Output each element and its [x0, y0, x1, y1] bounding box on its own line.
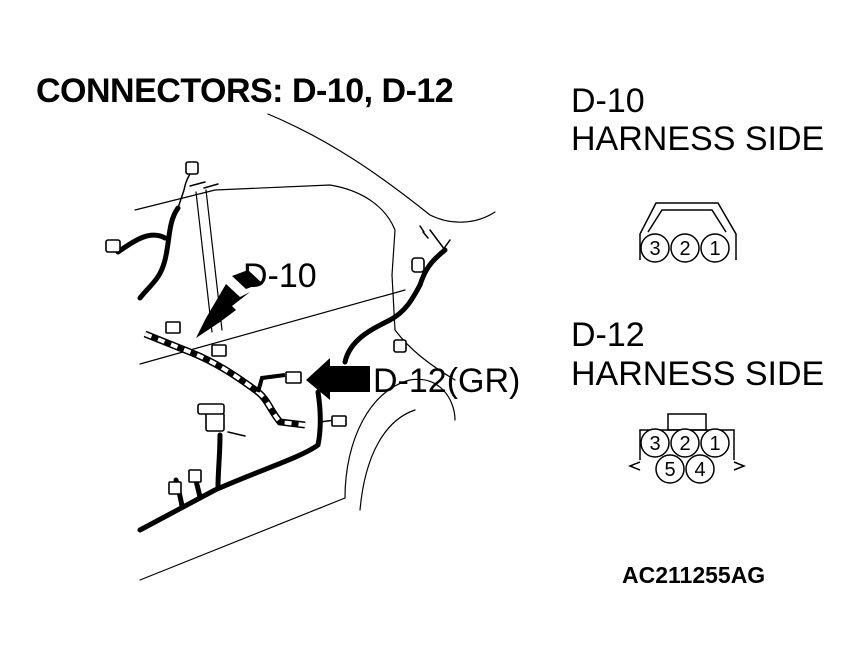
harness-upper-left [137, 205, 181, 301]
harness-to-d12 [342, 282, 423, 365]
rear-quarter [394, 329, 456, 381]
d12-pin: 1 [709, 433, 720, 455]
harness-lower-branch [215, 432, 223, 491]
b-pillar [195, 191, 213, 333]
connector-block [197, 403, 225, 415]
wheel-arch-inner [359, 409, 416, 511]
d12-connector-name: D-12 [571, 316, 645, 354]
sill-line [139, 497, 346, 581]
d10-pin: 3 [649, 238, 660, 260]
window-top [134, 184, 396, 276]
d12-pin: 4 [694, 459, 705, 481]
connector-block [411, 257, 425, 273]
d10-connector-side: HARNESS SIDE [571, 120, 825, 158]
d12-connector-side: HARNESS SIDE [571, 355, 825, 393]
d10-arrow-shaft [232, 270, 262, 289]
connector-block [285, 371, 302, 384]
connector-block [211, 344, 227, 357]
diagram-title: CONNECTORS: D-10, D-12 [36, 72, 454, 110]
connector-block [185, 161, 199, 175]
d10-face-view [639, 202, 737, 260]
harness-upper-branch [115, 232, 168, 255]
d10-arrow [196, 284, 250, 338]
d12-callout-label: D-12(GR) [373, 362, 521, 400]
connector-block [105, 239, 121, 253]
connector-block [331, 415, 347, 427]
d10-connector-name: D-10 [571, 82, 645, 120]
d10-pin: 1 [709, 238, 720, 260]
d10-callout-label: D-10 [243, 257, 317, 295]
d12-arrow [306, 358, 370, 400]
connector-block [168, 481, 182, 495]
wheel-arch [344, 378, 456, 499]
d10-pin: 2 [679, 238, 690, 260]
connector-block [188, 469, 202, 483]
rear-door-edge [391, 274, 396, 331]
d12-pin: 2 [679, 433, 690, 455]
d12-pin: 5 [664, 459, 675, 481]
d12-pin: 3 [649, 433, 660, 455]
connector-block [165, 321, 181, 334]
harness-lower-main [137, 389, 323, 533]
connector-block [393, 339, 407, 353]
roof-line [267, 113, 496, 223]
figure-code: AC211255AG [622, 562, 766, 588]
